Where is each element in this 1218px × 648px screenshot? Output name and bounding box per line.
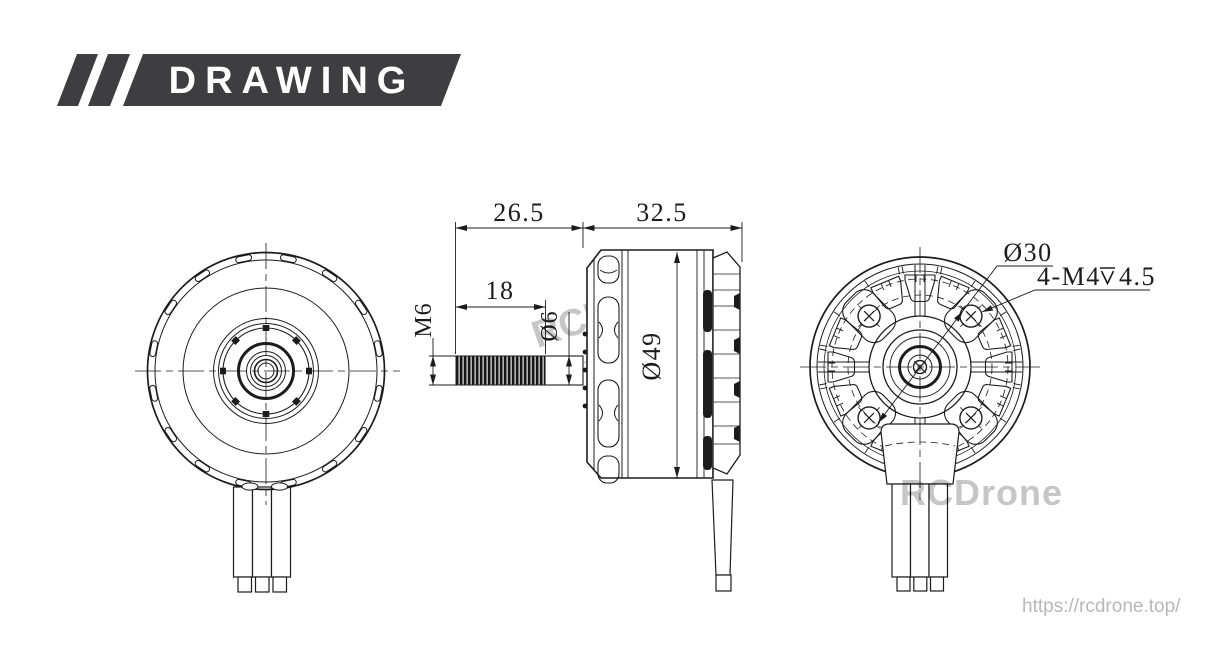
dim-mount-holes-prefix: 4-M4 [1037,262,1101,291]
depth-symbol-icon [1100,267,1115,286]
dim-body-width: 32.5 [583,198,743,262]
dim-bolt-circle-text: Ø30 [1003,238,1052,267]
side-view-base [711,251,741,592]
dim-thread-length: 18 [455,276,546,354]
dim-shaft-diameter-text: Ø6 [537,310,563,341]
logo-stripe-2 [88,54,130,106]
dim-thread-spec: M6 [411,302,456,386]
logo-plate [123,54,461,106]
watermark-brand-corner: RCDrone [900,472,1063,513]
dim-shaft-length: 26.5 [455,198,584,354]
dim-mount-holes: 4-M4 4.5 [981,262,1156,313]
dim-body-width-text: 32.5 [636,198,688,227]
side-view: 26.5 32.5 18 M6 Ø6 [411,198,743,592]
front-view [135,243,400,593]
dim-shaft-length-text: 26.5 [493,198,545,227]
side-view-bell [582,249,714,484]
logo-text: DRAWING [169,60,416,102]
dim-thread-length-text: 18 [486,276,515,305]
logo-banner: DRAWING [57,54,461,106]
back-view-centerlines [800,247,1040,505]
dim-motor-diameter-text: Ø49 [637,331,666,380]
front-view-wires [232,486,292,593]
footer-url: https://rcdrone.top/ [1022,596,1181,617]
dim-bolt-circle: Ø30 [877,238,1053,424]
dim-motor-diameter: Ø49 [637,252,680,478]
back-view: Ø30 4-M4 4.5 [800,238,1156,592]
dim-mount-holes-depth: 4.5 [1119,262,1156,291]
dim-thread-spec-text: M6 [411,302,437,337]
dim-shaft-diameter: Ø6 [537,310,572,385]
side-view-shaft [455,355,584,386]
logo-stripe-1 [57,54,98,106]
front-view-centerlines [135,243,400,505]
